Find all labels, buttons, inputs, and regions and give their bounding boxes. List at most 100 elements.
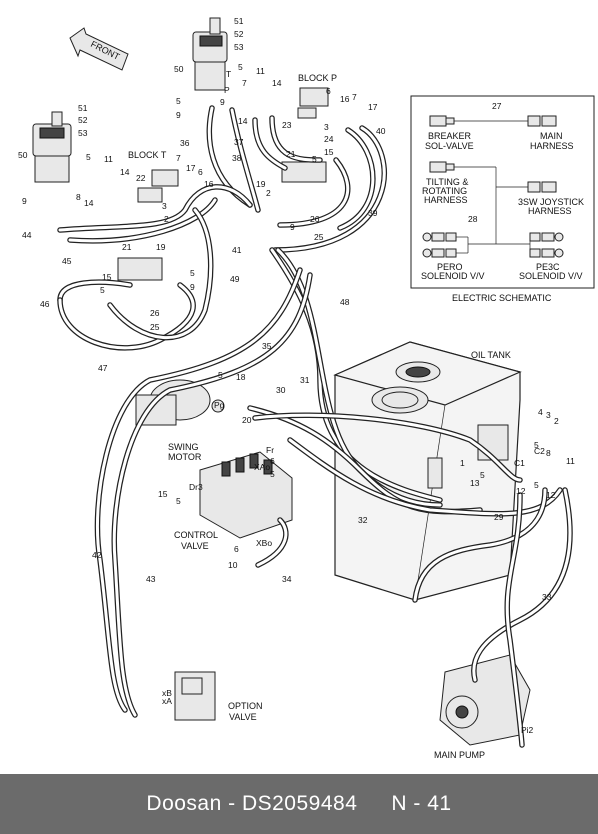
footer: Doosan - DS2059484 N - 41 (0, 774, 598, 834)
option-valve (174, 671, 216, 721)
callout: 48 (340, 297, 350, 307)
port-p: P (224, 85, 230, 95)
callout: 26 (150, 308, 160, 318)
callout: 9 (190, 282, 195, 292)
pero-label-2: SOLENOID V/V (421, 271, 485, 281)
callout: 31 (300, 375, 310, 385)
front-arrow: FRONT (69, 27, 129, 71)
callout: 2 (554, 416, 559, 426)
callout: 51 (234, 16, 244, 26)
callout: 22 (136, 173, 146, 183)
tilting-label-2: ROTATING (422, 186, 467, 196)
callout: 4 (538, 407, 543, 417)
callout: 2 (266, 188, 271, 198)
callout: 53 (234, 42, 244, 52)
main-pump-label: MAIN PUMP (434, 750, 485, 760)
callout: 14 (84, 198, 94, 208)
callout: 39 (368, 208, 378, 218)
callout: 50 (18, 150, 28, 160)
oil-tank-label: OIL TANK (471, 350, 511, 360)
callout: 17 (368, 102, 378, 112)
pe3c-label-2: SOLENOID V/V (519, 271, 583, 281)
callout: 11 (566, 456, 575, 466)
callout: 53 (78, 128, 88, 138)
joystick-label-2: HARNESS (528, 206, 572, 216)
port-c2: C2 (534, 446, 545, 456)
schematic-title: ELECTRIC SCHEMATIC (452, 293, 552, 303)
main-harness-label-1: MAIN (540, 131, 563, 141)
block-p-label: BLOCK P (298, 73, 337, 83)
swing-motor-label-2: MOTOR (168, 452, 202, 462)
callouts: 51 52 53 50 5 11 14 7 9 5 9 14 37 36 38 … (18, 16, 575, 602)
main-harness-label-2: HARNESS (530, 141, 574, 151)
callout: 40 (376, 126, 386, 136)
callout: 16 (340, 94, 350, 104)
callout: 14 (120, 167, 130, 177)
block-t (117, 169, 179, 281)
callout: 3 (162, 201, 167, 211)
callout: 19 (156, 242, 166, 252)
callout: 8 (76, 192, 81, 202)
callout: 12 (546, 490, 556, 500)
callout: 32 (358, 515, 368, 525)
callout: 51 (78, 103, 88, 113)
component-labels: BLOCK P BLOCK T SWING MOTOR CONTROL VALV… (128, 69, 545, 760)
pe3c-label-1: PE3C (536, 262, 560, 272)
swing-motor-label-1: SWING (168, 442, 199, 452)
tilting-label-1: TILTING & (426, 177, 468, 187)
callout: 25 (314, 232, 324, 242)
callout: 8 (546, 448, 551, 458)
main-pump (439, 654, 531, 746)
callout: 9 (176, 110, 181, 120)
callout: 30 (276, 385, 286, 395)
callout: 45 (62, 256, 72, 266)
oil-tank: OIL TANK (333, 341, 522, 601)
callout: 23 (282, 120, 292, 130)
callout: 29 (494, 512, 504, 522)
callout: 34 (282, 574, 292, 584)
callout: 25 (150, 322, 160, 332)
callout: 7 (176, 153, 181, 163)
callout: 52 (234, 29, 244, 39)
callout: 16 (204, 179, 214, 189)
callout: 3 (324, 122, 329, 132)
callout: 49 (230, 274, 240, 284)
callout: 5 (190, 268, 195, 278)
tilting-label-3: HARNESS (424, 195, 468, 205)
callout: 41 (232, 245, 242, 255)
port-xa: xA (162, 696, 172, 706)
callout: 6 (326, 86, 331, 96)
callout: 5 (218, 370, 223, 380)
port-xbo: XBo (256, 538, 272, 548)
callout: 1 (460, 458, 465, 468)
pero-label-1: PERO (437, 262, 463, 272)
callout: 33 (542, 592, 552, 602)
port-c1: C1 (514, 458, 525, 468)
block-p (281, 87, 329, 183)
callout: 13 (470, 478, 480, 488)
footer-page-number: N - 41 (391, 792, 452, 815)
ref-28: 28 (468, 214, 478, 224)
callout: 5 (534, 480, 539, 490)
callout: 6 (234, 544, 239, 554)
callout: 24 (324, 134, 334, 144)
callout: 14 (272, 78, 282, 88)
callout: 3 (546, 410, 551, 420)
callout: 35 (262, 341, 272, 351)
callout: 9 (22, 196, 27, 206)
callout: 21 (122, 242, 132, 252)
callout: 36 (180, 138, 190, 148)
callout: 44 (22, 230, 32, 240)
callout: 17 (186, 163, 196, 173)
callout: 5 (176, 496, 181, 506)
callout: 15 (158, 489, 168, 499)
hydraulic-diagram: FRONT 27 BREAKER SOL-VALVE MAIN HARNESS … (18, 16, 595, 760)
ref-27: 27 (492, 101, 502, 111)
control-valve (199, 451, 293, 539)
block-t-label: BLOCK T (128, 150, 167, 160)
joystick-lower (32, 111, 72, 183)
port-pi2: Pi2 (521, 725, 534, 735)
port-pg: Pg (214, 400, 225, 410)
callout: 14 (238, 116, 248, 126)
callout: 10 (228, 560, 238, 570)
